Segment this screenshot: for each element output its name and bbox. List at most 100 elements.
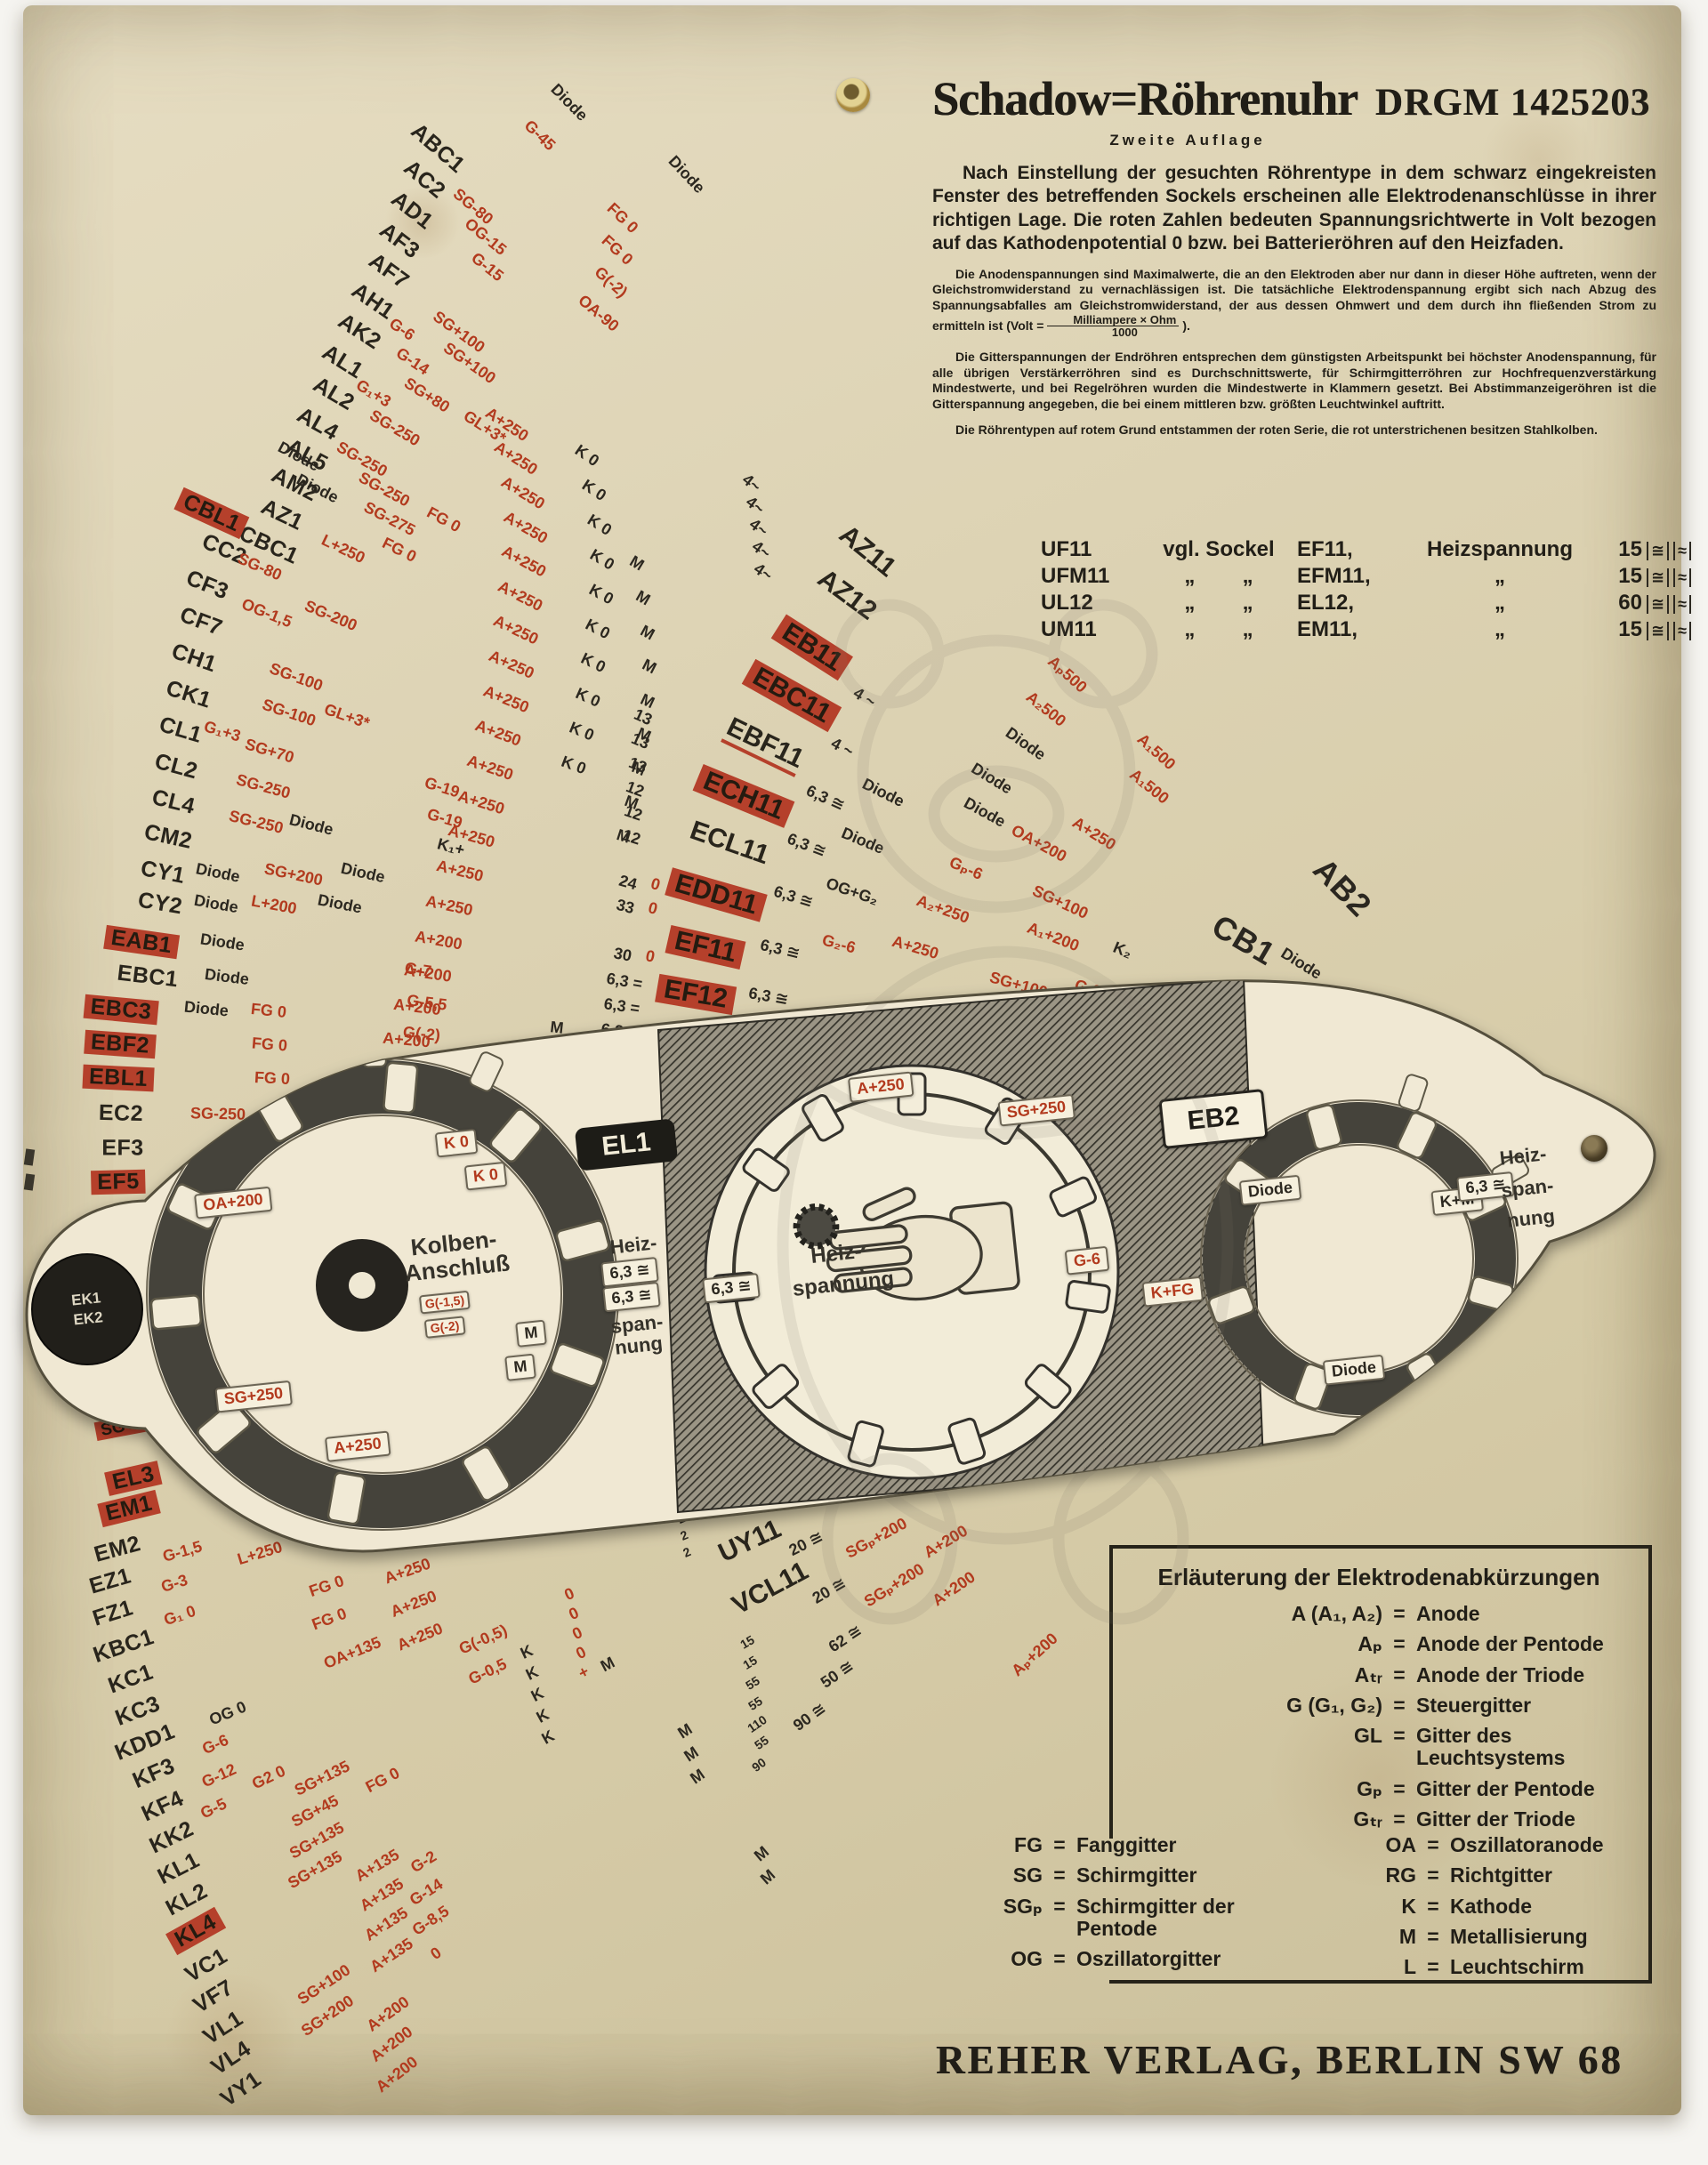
- fan-label: M: [674, 1719, 696, 1742]
- fan-label: EDD11: [665, 867, 768, 922]
- fan-label: G-5: [197, 1794, 230, 1823]
- fan-label: SG-100: [267, 659, 326, 695]
- fan-label: SG-200: [302, 596, 360, 635]
- fan-label: M: [626, 551, 648, 575]
- fan-label: AZ12: [811, 563, 882, 626]
- legend-row: Aₚ=Anode der Pentode: [1358, 1632, 1604, 1656]
- fan-label: M: [756, 1865, 779, 1888]
- fan-label: M: [687, 1765, 708, 1788]
- legend-row: OA=Oszillatoranode: [1385, 1833, 1604, 1856]
- fan-label: 13: [631, 704, 656, 729]
- fan-label: G(-2): [402, 1023, 441, 1044]
- fan-label: 6,3 ~: [774, 1480, 815, 1512]
- fan-label: K 0: [571, 440, 603, 471]
- page-title: Schadow=Röhrenuhr: [932, 72, 1358, 125]
- fan-label: SGₚ+200: [860, 1559, 928, 1611]
- fan-label: G-14: [392, 343, 433, 379]
- fan-label: Diode: [287, 810, 335, 839]
- fan-label: FG 0: [362, 1763, 403, 1797]
- fan-label: +: [575, 1662, 592, 1683]
- fan-label: A+200: [929, 1567, 979, 1610]
- fan-label: A+250: [434, 856, 486, 886]
- fan-label: SG+100: [987, 968, 1050, 1002]
- fan-label: K 0: [476, 1084, 503, 1104]
- fan-label: 20 ≅: [809, 1573, 850, 1607]
- fan-label: OG+G₂: [824, 873, 881, 909]
- fan-label: Diode: [316, 890, 364, 917]
- legend-row: SGₚ=Schirmgitter der Pentode: [1003, 1894, 1235, 1940]
- fan-label: KC1: [104, 1659, 157, 1699]
- fan-label: Aₚ500: [1044, 652, 1091, 696]
- fan-label: FG 0: [255, 1139, 293, 1158]
- fan-label: G₁+3: [202, 717, 243, 745]
- fan-label: FG 0: [598, 231, 637, 269]
- fan-label: A₂+250: [914, 891, 972, 927]
- fan-label: M: [549, 1018, 565, 1037]
- fan-label: FG 0: [379, 534, 420, 566]
- fan-label: EB11: [770, 614, 854, 681]
- fan-label: CL4: [149, 785, 198, 819]
- fan-label: 2: [659, 1426, 672, 1442]
- intro-paragraph-4: Die Röhrentypen auf rotem Grund entstamm…: [955, 423, 1598, 438]
- fan-label: 2: [681, 1544, 693, 1560]
- fan-label: 6,3 ≅: [758, 935, 802, 963]
- fan-label: 2: [663, 1443, 675, 1459]
- fan-label: A+200: [920, 1521, 971, 1562]
- fan-label: Diode: [1277, 944, 1325, 983]
- fan-label: 50 ≅: [817, 1656, 858, 1692]
- fan-label: 6,3 =: [605, 969, 644, 994]
- fan-label: CL1: [156, 712, 205, 748]
- fan-label: FG 0: [423, 503, 464, 536]
- fan-label: 55: [745, 1694, 765, 1713]
- fan-label: K 0: [559, 752, 589, 778]
- fan-label: 2: [675, 1510, 688, 1526]
- fan-label: Diode: [547, 80, 592, 125]
- fan-label: OG 0: [206, 1697, 249, 1729]
- slider-window-ek: EK1 EK2: [70, 1288, 104, 1330]
- fan-label: FZ1: [89, 1595, 136, 1631]
- fan-label: K 0: [578, 475, 610, 505]
- fan-label: Diode: [665, 151, 709, 197]
- fan-label: EF11: [665, 924, 746, 970]
- fan-label: AZ11: [834, 519, 902, 584]
- fan-label: 6,3 ≅: [785, 829, 829, 861]
- fan-label: 0: [561, 1583, 577, 1605]
- heater-table-row: UL12„ „EL12,„60≅≈: [1041, 591, 1691, 617]
- fan-label: M: [681, 1742, 702, 1766]
- legend-row: G (G₁, G₂)=Steuergitter: [1286, 1693, 1532, 1717]
- fan-label: Diode: [194, 859, 242, 886]
- legend-row: M=Metallisierung: [1398, 1924, 1588, 1948]
- intro-paragraph-2-end: ).: [1182, 318, 1190, 333]
- fan-label: L+200: [249, 891, 299, 918]
- fan-label: G₁+3: [352, 375, 395, 411]
- fan-label: SG-250: [367, 406, 423, 450]
- legend-row: FG=Fanggitter: [1014, 1833, 1177, 1856]
- fan-label: 55: [752, 1732, 771, 1753]
- fan-label: M: [632, 586, 654, 609]
- fan-label: Diode: [839, 824, 887, 857]
- fan-label: K 0: [573, 684, 603, 711]
- fan-label: K: [522, 1662, 542, 1684]
- fan-label: FG 0: [251, 1034, 288, 1055]
- fan-label: G-19: [425, 804, 464, 833]
- fan-label: Diode: [1002, 723, 1050, 764]
- fan-label: A+250: [375, 1520, 426, 1552]
- edition-label: Zweite Auflage: [1109, 132, 1266, 149]
- fan-label: 62 ≅: [825, 1621, 866, 1656]
- fan-label: A+250: [498, 542, 550, 581]
- fan-label: A+250: [500, 507, 552, 548]
- fraction-denominator: 1000: [1111, 326, 1138, 340]
- fan-label: A+250: [394, 1619, 446, 1654]
- fan-label: A+250: [480, 681, 532, 717]
- legend-box-border: [1109, 1545, 1113, 1839]
- fan-label: A+250: [497, 472, 549, 513]
- fan-label: A+250: [890, 931, 941, 963]
- fan-label: G-3: [158, 1571, 190, 1596]
- fan-label: K: [538, 1726, 558, 1748]
- fan-label: CF3: [182, 565, 233, 605]
- fan-label: M: [637, 621, 658, 644]
- fan-label: L+250: [235, 1537, 285, 1569]
- pivot-rivet[interactable]: [1581, 1135, 1607, 1162]
